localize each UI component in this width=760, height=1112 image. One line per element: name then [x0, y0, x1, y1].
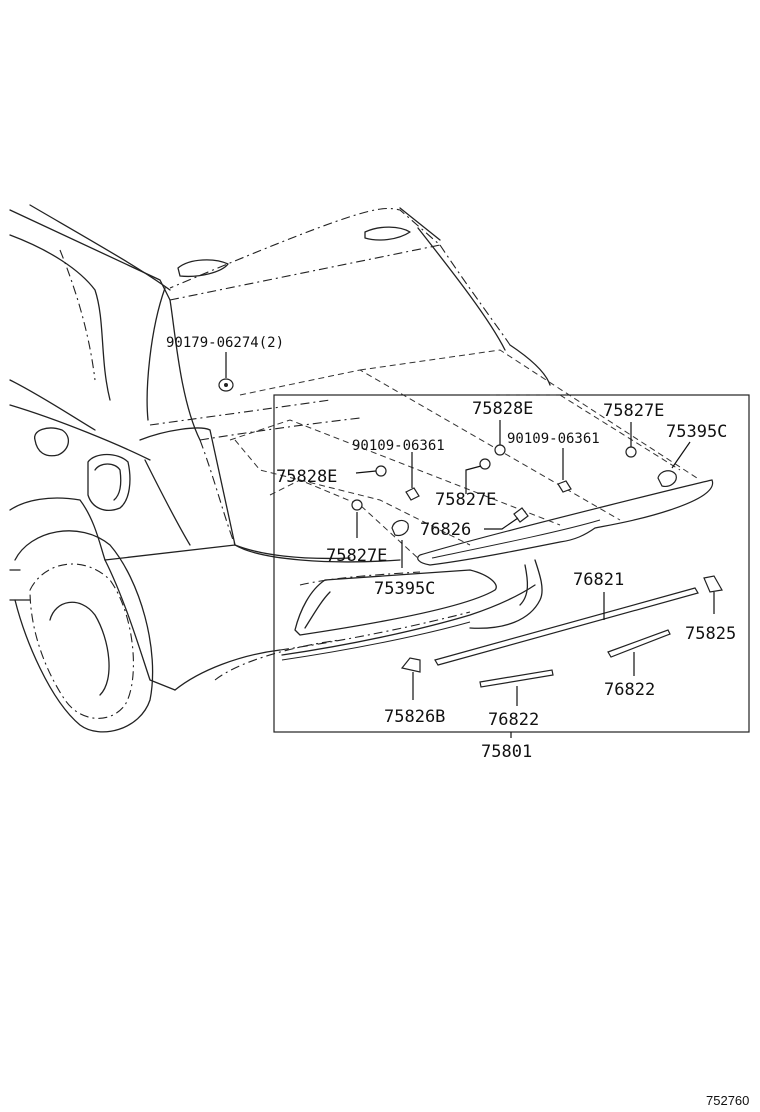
- label-75395c-low: 75395C: [374, 579, 435, 599]
- nut-75827e-mid: [479, 458, 491, 470]
- end-cap-75825: [703, 575, 723, 593]
- nut-75827e-top: [625, 446, 637, 458]
- label-90179-06274: 90179-06274(2): [166, 335, 284, 351]
- rear-spoiler-76826: [417, 479, 714, 566]
- label-76821: 76821: [573, 570, 624, 590]
- moulding-76822-low: [479, 669, 554, 688]
- end-cap-75826b: [400, 657, 421, 673]
- label-75825: 75825: [685, 624, 736, 644]
- label-76822-low: 76822: [488, 710, 539, 730]
- grommet-75828e-left: [375, 465, 387, 477]
- label-75827e-top: 75827E: [603, 401, 664, 421]
- clip-90179-06274: [218, 378, 234, 392]
- leader-lines: [225, 352, 715, 738]
- retainer-75395c-top: [657, 470, 677, 487]
- label-75828e-left: 75828E: [276, 467, 337, 487]
- label-75395c-top: 75395C: [666, 422, 727, 442]
- moulding-76821: [434, 587, 699, 666]
- back-door-garnish: [281, 559, 543, 661]
- vehicle-body-outline: [9, 204, 551, 733]
- label-75826b: 75826B: [384, 707, 445, 727]
- nut-75827e-low: [351, 499, 363, 511]
- grommet-75828e-top: [494, 444, 506, 456]
- label-75827e-mid: 75827E: [435, 490, 496, 510]
- clip-90109-06361-b: [557, 480, 572, 493]
- alignment-lines: [229, 349, 701, 561]
- clip-90109-06361-a: [405, 487, 420, 501]
- moulding-76822-right: [607, 629, 671, 658]
- label-76826: 76826: [420, 520, 471, 540]
- label-75828e-top: 75828E: [472, 399, 533, 419]
- label-76822-right: 76822: [604, 680, 655, 700]
- catalog-number: 752760: [706, 1093, 749, 1108]
- retainer-75395c-low: [391, 519, 409, 537]
- label-75827e-low: 75827E: [326, 546, 387, 566]
- label-90109-06361-a: 90109-06361: [352, 438, 445, 454]
- label-75801: 75801: [481, 742, 532, 762]
- part-labels: 90179-06274(2) 75828E 75827E 90109-06361…: [166, 335, 736, 762]
- label-90109-06361-b: 90109-06361: [507, 431, 600, 447]
